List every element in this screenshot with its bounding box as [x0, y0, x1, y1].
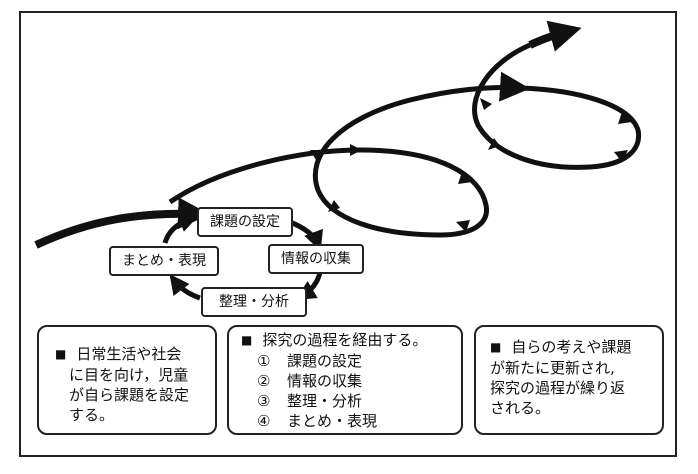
info-middle-title: ■探究の過程を経由する。: [241, 331, 428, 349]
info-right-line-1: ■自らの考えや課題: [490, 338, 632, 356]
diagram-frame: [19, 11, 677, 457]
info-box-left: ■日常生活や社会 に目を向け，児童 が自ら課題を設定 する。: [37, 325, 217, 435]
square-bullet-icon: ■: [55, 347, 67, 361]
loop-2: [472, 42, 642, 170]
square-bullet-icon: ■: [241, 333, 253, 347]
square-bullet-icon: ■: [490, 340, 502, 354]
info-left-line-1: ■日常生活や社会: [55, 345, 182, 363]
info-left-line-3: が自ら課題を設定: [69, 386, 190, 404]
cycle-arrow-4: [162, 213, 200, 244]
cycle-arrow-1: [289, 219, 323, 252]
exit-arrow: [528, 20, 582, 52]
info-box-right: ■自らの考えや課題 が新たに更新され, 探究の過程が繰り返 される。: [474, 325, 664, 435]
info-left-line-2: に目を向け，児童: [69, 366, 189, 384]
info-right-line-3: 探究の過程が繰り返: [490, 379, 626, 397]
loop-1: [168, 71, 530, 238]
step-information-gathering: 情報の収集: [268, 244, 364, 274]
step-summary-expression: まとめ・表現: [109, 246, 219, 276]
step-organizing-analysis: 整理・分析: [201, 287, 307, 317]
cycle-arrow-3: [169, 274, 201, 301]
info-left-line-4: する。: [69, 406, 115, 424]
info-right-line-2: が新たに更新され,: [490, 359, 615, 377]
step-issue-setting: 課題の設定: [197, 207, 293, 237]
info-right-line-4: される。: [490, 399, 551, 417]
